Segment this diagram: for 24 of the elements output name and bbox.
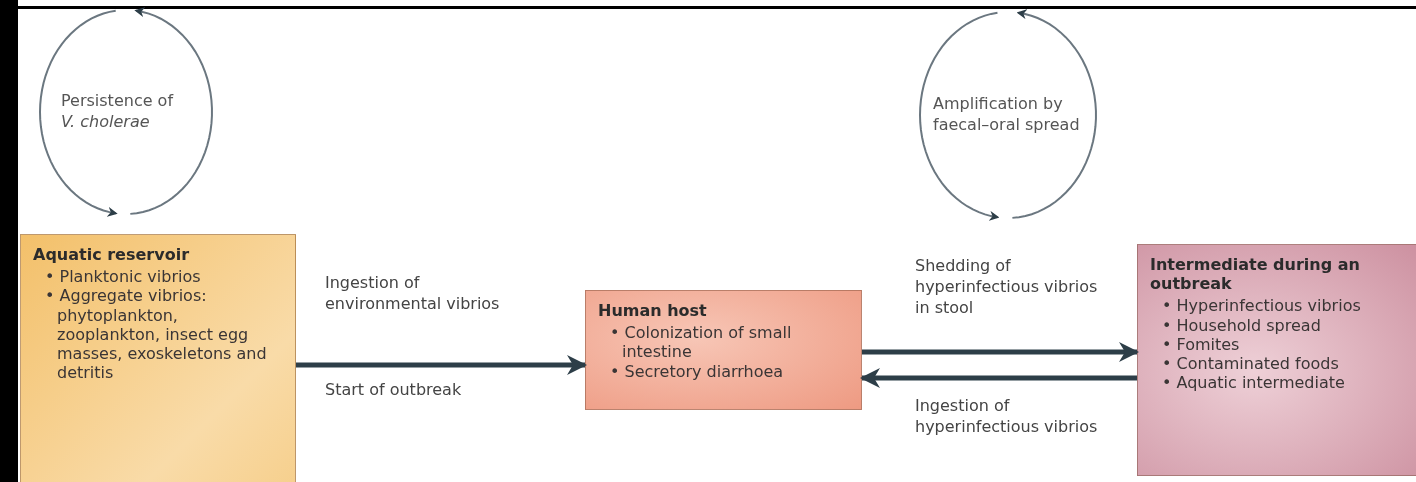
arrow [862, 342, 1139, 362]
edge-label: Ingestion of environmental vibrios [325, 273, 501, 315]
bullet-item: • Aggregate vibrios: phytoplankton, zooplankton, insect egg masses, exoskeletons and detritis [45, 286, 268, 383]
edge-label: Ingestion of hyperinfectious vibrios [915, 396, 1099, 438]
bullet-item: • Planktonic vibrios [45, 267, 202, 287]
box-heading: Intermediate during an outbreak [1150, 255, 1361, 294]
bullet-item: • Colonization of small intestine [610, 323, 793, 362]
bullet-item: • Aquatic intermediate [1162, 373, 1346, 393]
edge-label: Shedding of hyperinfectious vibrios in stool [915, 256, 1099, 319]
box-heading: Human host [598, 301, 708, 321]
arrow [296, 355, 587, 375]
bullet-item: • Contaminated foods [1162, 353, 1340, 374]
info-box [1137, 244, 1416, 476]
cycle-label: Persistence of V. cholerae [61, 91, 175, 133]
bullet-item: • Household spread [1162, 315, 1322, 335]
bullet-item: • Fomites [1162, 334, 1241, 354]
annotation-text: Start of outbreak [325, 380, 463, 401]
cycle-label: Amplification by faecal–oral spread [933, 94, 1081, 136]
info-box [585, 290, 862, 410]
bullet-item: • Secretory diarrhoea [610, 361, 785, 381]
bullet-item: • Hyperinfectious vibrios [1162, 296, 1362, 316]
box-heading: Aquatic reservoir [33, 245, 190, 265]
info-box [20, 234, 296, 482]
arrow [860, 368, 1137, 388]
